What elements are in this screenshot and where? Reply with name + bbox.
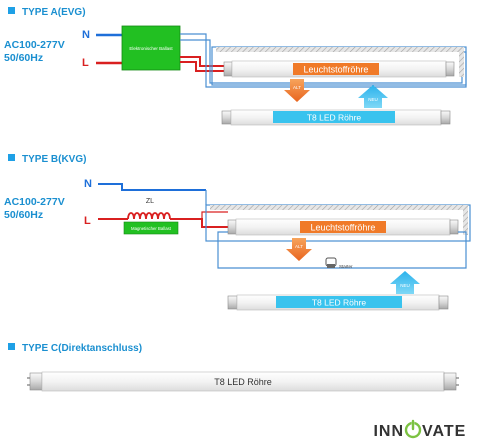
- section-a-led-label: T8 LED Röhre: [307, 113, 362, 123]
- section-b-neu-arrow: [390, 271, 420, 294]
- section-a-frequency: 50/60Hz: [4, 52, 43, 64]
- section-a-tube-label: Leuchtstoffröhre: [304, 65, 369, 75]
- section-a-tube-label-bg: [293, 63, 379, 75]
- section-a-l-label: L: [82, 57, 89, 69]
- section-c-heading: TYPE C(Direktanschluss): [22, 343, 142, 354]
- section-b-starter-label: Starter: [339, 264, 353, 269]
- section-b-wire-l-out: [170, 218, 228, 228]
- section-b-voltage: AC100-277V: [4, 196, 65, 208]
- section-a-neu-arrow: [358, 85, 388, 108]
- section-b-ballast-label: Magnetischer Ballast: [131, 226, 172, 231]
- section-b-neu-label: NEU: [400, 283, 410, 288]
- section-a-voltage: AC100-277V: [4, 39, 65, 51]
- section-b-starter-icon: [325, 257, 337, 268]
- section-b-fixture-right: [463, 205, 468, 235]
- section-b-led-label: T8 LED Röhre: [312, 298, 367, 308]
- section-b-coil-label: ZL: [146, 198, 154, 205]
- section-a-fixture-top: [216, 47, 464, 52]
- section-b-tube-label: Leuchtstoffröhre: [311, 223, 376, 233]
- brand-text-right: VATE: [422, 423, 466, 440]
- section-a-wire-red-2: [180, 61, 226, 72]
- section-b-fixture-top: [210, 205, 468, 210]
- section-b-alt-label: ALT: [295, 244, 303, 249]
- section-a-ballast-label: Elektronischer Ballast: [129, 46, 173, 51]
- power-icon: [404, 419, 422, 439]
- section-b-led-label-bg: [276, 296, 402, 308]
- section-b-n-label: N: [84, 178, 92, 190]
- section-c: TYPE C(Direktanschluss) T8 LED Röhre: [8, 343, 459, 392]
- section-a-alt-label: ALT: [293, 85, 301, 90]
- section-a-ballast: [121, 25, 181, 71]
- section-a-heading-square: [8, 7, 15, 14]
- section-a-n-label: N: [82, 29, 90, 41]
- section-a-heading: TYPE A(EVG): [22, 7, 86, 18]
- section-a-led-label-bg: [273, 111, 395, 123]
- section-a-wire-blue-1: [180, 33, 467, 88]
- section-b-coil: [127, 212, 171, 220]
- section-b-l-label: L: [84, 215, 91, 227]
- section-a-neu-label: NEU: [368, 97, 378, 102]
- section-a-fixture-right: [459, 47, 464, 77]
- section-b-alt-arrow: [286, 238, 312, 261]
- section-b-frequency: 50/60Hz: [4, 209, 43, 221]
- section-b-heading: TYPE B(KVG): [22, 154, 86, 165]
- section-b-tube-label-bg: [300, 221, 386, 233]
- brand-logo: INN VATE: [373, 419, 466, 440]
- section-b-ballast: [123, 221, 179, 235]
- section-b-wire-l-out2: [201, 211, 228, 219]
- brand-text-left: INN: [373, 423, 404, 440]
- section-a-alt-arrow: [284, 79, 310, 102]
- section-c-heading-square: [8, 343, 15, 350]
- section-b-wire-n: [98, 183, 206, 191]
- section-c-led-label: T8 LED Röhre: [214, 377, 272, 387]
- section-c-led-tube: [27, 371, 459, 392]
- section-b-heading-square: [8, 154, 15, 161]
- section-b: TYPE B(KVG) AC100-277V 50/60Hz N L ZL Ma…: [4, 154, 471, 311]
- section-a-wire-red-1: [180, 56, 226, 67]
- section-a: TYPE A(EVG) AC100-277V 50/60Hz N L Elekt…: [4, 7, 467, 126]
- section-b-starter-wire: [217, 231, 467, 269]
